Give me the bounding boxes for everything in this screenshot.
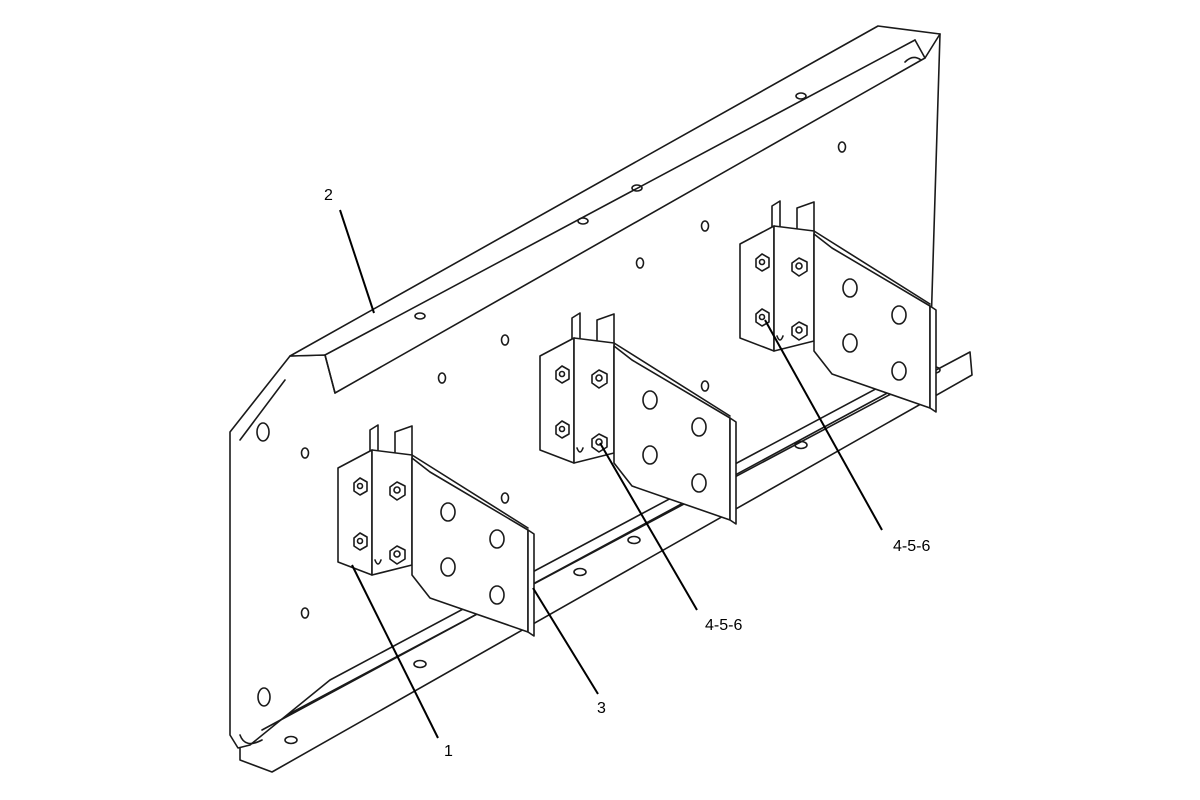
- bolt: [353, 532, 368, 551]
- callout-1: 1: [444, 743, 453, 760]
- leader-4-5-6-right: [764, 319, 883, 531]
- callout-4-5-6-middle: 4-5-6: [705, 617, 742, 634]
- leader-1: [351, 564, 439, 739]
- plate-holes: [256, 92, 941, 745]
- nut: [389, 545, 406, 565]
- leader-4-5-6-middle: [599, 442, 698, 611]
- leader-lines: [339, 209, 883, 739]
- bracket-assembly-1: [337, 424, 535, 637]
- nut: [389, 481, 406, 501]
- callout-3: 3: [597, 700, 606, 717]
- bolt: [353, 477, 368, 496]
- callout-2: 2: [324, 187, 333, 204]
- leader-2: [339, 209, 375, 314]
- leader-3: [532, 587, 599, 695]
- callout-4-5-6-right: 4-5-6: [893, 538, 930, 555]
